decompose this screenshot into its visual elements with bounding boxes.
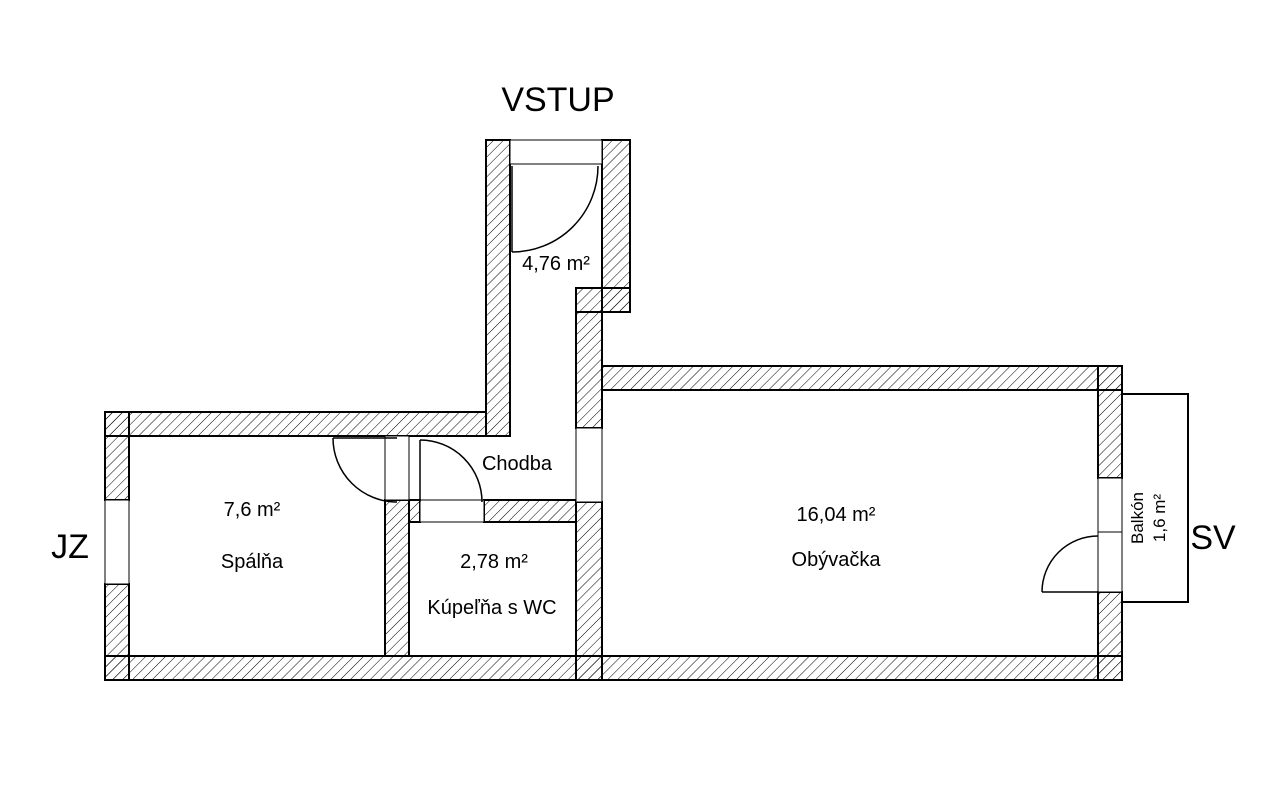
wall-corridor-step [575,287,631,313]
wall-corridor-left [485,139,511,437]
wall-divider-upper [575,311,603,429]
bathroom-door-arc [419,439,483,503]
entrance-label: VSTUP [501,81,615,119]
bathroom-label: Kúpeľňa s WC [427,597,557,619]
bathroom-door-opening [419,499,485,523]
balcony-label: Balkón 1,6 m² [1127,458,1183,578]
bathroom-area-label: 2,78 m² [460,551,528,573]
bedroom-door-opening [384,435,410,501]
compass-sv-label: SV [1190,519,1236,557]
wall-left-lower [104,583,130,681]
entry-area-label: 4,76 m² [522,253,590,275]
wall-divider-lower [575,501,603,681]
hallway-label: Chodba [481,453,553,475]
left-window [104,499,130,585]
entry-door-arc [511,165,599,253]
wall-bottom [104,655,1123,681]
balcony-door-arc [1041,535,1099,593]
bedroom-door-arc [332,437,398,503]
bedroom-area-label: 7,6 m² [223,499,281,521]
balcony-name-label: Balkón [1128,492,1147,544]
wall-right-upper [1097,365,1123,479]
compass-jz-label: JZ [51,528,89,566]
balcony-area-label: 1,6 m² [1150,493,1170,543]
wall-living-top [601,365,1123,391]
living-area-label: 16,04 m² [796,504,876,526]
balcony-door-opening [1097,531,1123,593]
entry-door-opening [509,139,603,165]
right-window [1097,477,1123,533]
living-entry-opening [575,427,603,503]
wall-bathroom-top [483,499,577,523]
wall-corridor-right [601,139,631,313]
balcony-outline [1122,393,1189,603]
bedroom-label: Spálňa [220,551,284,573]
wall-bedroom-right [384,499,410,657]
living-label: Obývačka [791,549,881,571]
wall-top-left-section [104,411,487,437]
wall-bathroom-top-stub [408,499,421,523]
